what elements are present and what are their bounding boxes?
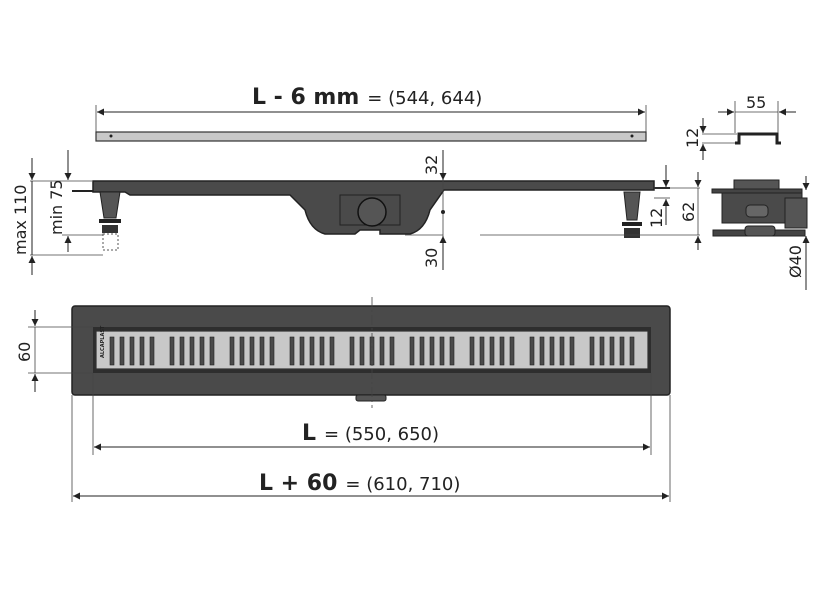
total-length-label: L + 60= (610, 710) bbox=[259, 471, 460, 496]
grate-slot bbox=[249, 336, 255, 366]
grate-slot bbox=[139, 336, 145, 366]
grate-slot bbox=[439, 336, 445, 366]
section-width-label: 55 bbox=[746, 93, 766, 112]
top-view-dimensions: 60 L= (550, 650) L + 60= (610, 710) bbox=[15, 310, 671, 502]
body-height-label: 62 bbox=[679, 202, 698, 222]
grate-slot bbox=[349, 336, 355, 366]
grate-slot bbox=[549, 336, 555, 366]
grate-slot bbox=[589, 336, 595, 366]
section-height-label: 12 bbox=[683, 128, 702, 148]
outlet-icon bbox=[357, 197, 387, 227]
grate-side-view bbox=[95, 131, 647, 142]
grate-slot bbox=[239, 336, 245, 366]
grate-slot bbox=[569, 336, 575, 366]
grate-slot bbox=[289, 336, 295, 366]
grate-logo: ALCAPLAST bbox=[100, 325, 106, 358]
min-height-label: min 75 bbox=[47, 179, 66, 235]
grate-slot bbox=[559, 336, 565, 366]
grate-slot bbox=[329, 336, 335, 366]
grate-slot bbox=[449, 336, 455, 366]
grate-slot bbox=[629, 336, 635, 366]
grate-width-label: 60 bbox=[15, 342, 34, 362]
grate-slot bbox=[429, 336, 435, 366]
outlet-below-label: 30 bbox=[422, 248, 441, 268]
grate-slot bbox=[119, 336, 125, 366]
channel-length-label: L= (550, 650) bbox=[302, 421, 439, 446]
grate-slot bbox=[619, 336, 625, 366]
grate-slot bbox=[599, 336, 605, 366]
grate-slot bbox=[149, 336, 155, 366]
grate-length-dimension: L - 6 mm= (544, 644) bbox=[95, 85, 647, 135]
top-to-outlet-label: 32 bbox=[422, 155, 441, 175]
grate-slot bbox=[469, 336, 475, 366]
outlet-diameter-label: Ø40 bbox=[786, 245, 805, 278]
grate-slot bbox=[389, 336, 395, 366]
grate-slot bbox=[609, 336, 615, 366]
grate-slot bbox=[129, 336, 135, 366]
grate-slot bbox=[199, 336, 205, 366]
grate-slot bbox=[409, 336, 415, 366]
grate-slot bbox=[229, 336, 235, 366]
grate-slot bbox=[479, 336, 485, 366]
grate-slot bbox=[539, 336, 545, 366]
grate-slot bbox=[529, 336, 535, 366]
grate-slot bbox=[419, 336, 425, 366]
frame-height-label: 12 bbox=[647, 208, 666, 228]
grate-slot bbox=[179, 336, 185, 366]
max-height-label: max 110 bbox=[11, 185, 30, 255]
grate-slot bbox=[359, 336, 365, 366]
grate-slot bbox=[319, 336, 325, 366]
grate-slot bbox=[169, 336, 175, 366]
grate-slot bbox=[379, 336, 385, 366]
grate-slot bbox=[509, 336, 515, 366]
grate-slot bbox=[189, 336, 195, 366]
side-view-dimensions: max 110 min 75 32 30 12 62 bbox=[11, 150, 702, 275]
grate-length-label: L - 6 mm= (544, 644) bbox=[252, 85, 482, 110]
grate-slot bbox=[269, 336, 275, 366]
grate-slot bbox=[259, 336, 265, 366]
grate-slot bbox=[499, 336, 505, 366]
grate-slot bbox=[109, 336, 115, 366]
grate-slot bbox=[299, 336, 305, 366]
grate-slot bbox=[309, 336, 315, 366]
grate-slot bbox=[489, 336, 495, 366]
channel-side-view bbox=[72, 180, 670, 251]
grate-slot bbox=[209, 336, 215, 366]
grate-slots bbox=[109, 336, 635, 366]
channel-top-view: ALCAPLAST bbox=[71, 297, 671, 408]
cross-section-view: 55 12 Ø40 bbox=[683, 93, 810, 290]
